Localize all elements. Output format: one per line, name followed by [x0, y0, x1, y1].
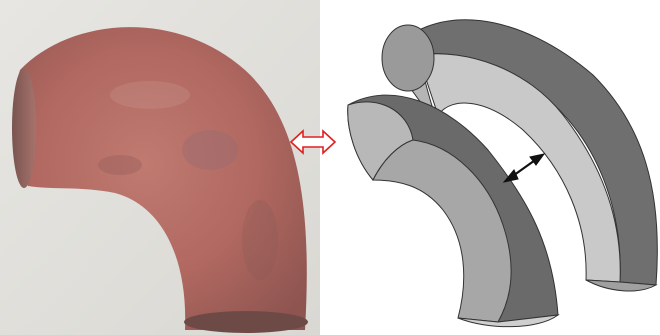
- gap-arrow-icon: [504, 154, 544, 182]
- elbow-pipe-photo: [0, 0, 320, 335]
- elbow-bottom-opening: [184, 311, 308, 333]
- double-arrow-icon: [289, 128, 337, 156]
- elbow-shell-diagram: [338, 0, 660, 335]
- elbow-top-opening: [12, 68, 36, 188]
